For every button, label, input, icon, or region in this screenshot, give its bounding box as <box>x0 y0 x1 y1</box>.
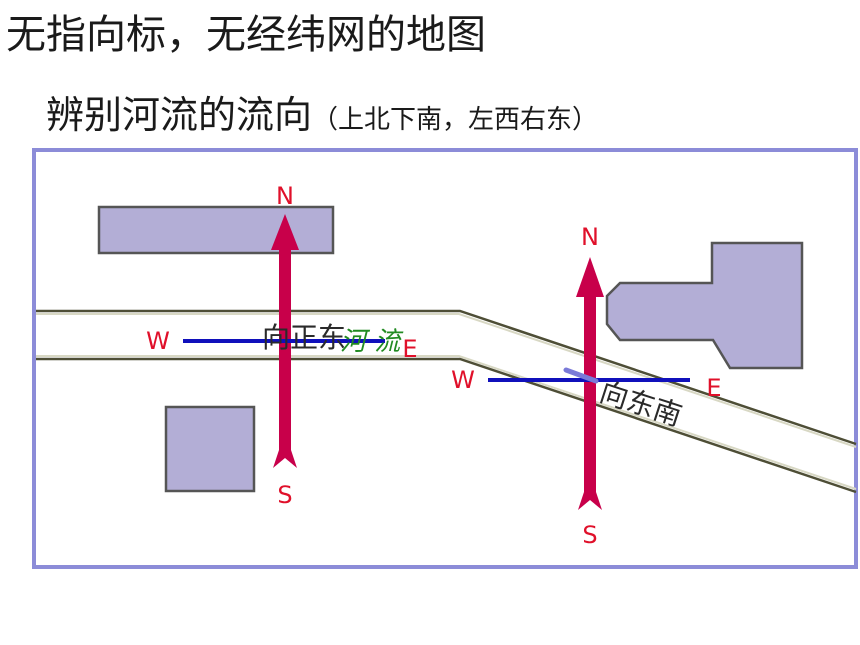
flow-label-left: 向正东 <box>262 321 346 354</box>
south-label-left: S <box>277 481 292 509</box>
east-label-right: E <box>706 374 721 402</box>
east-label-left: E <box>402 335 417 363</box>
flow-arrow-right <box>563 367 599 384</box>
river-inner-shade-north <box>36 313 857 448</box>
building-right <box>605 241 804 370</box>
south-label-right: S <box>582 521 597 549</box>
river <box>36 309 857 494</box>
subtitle-main: 辨别河流的流向 <box>46 93 313 137</box>
north-label-left: N <box>276 182 294 210</box>
north-label-right: N <box>581 223 599 251</box>
building-top-left <box>97 205 335 255</box>
slide-subtitle: 辨别河流的流向（上北下南，左西右东） <box>46 84 598 139</box>
river-bank-north <box>36 309 857 446</box>
west-label-right: W <box>451 366 475 394</box>
river-label: 河 流 <box>340 327 404 357</box>
river-inner-shade-south <box>36 355 857 490</box>
river-bank-south <box>36 357 857 494</box>
west-label-left: W <box>146 327 170 355</box>
compass-left: N S W E <box>146 182 417 509</box>
buildings <box>97 205 804 493</box>
slide-title: 无指向标，无经纬网的地图 <box>6 12 486 58</box>
building-bottom-left <box>164 405 256 493</box>
north-south-arrow-right <box>576 257 604 510</box>
subtitle-note: （上北下南，左西右东） <box>312 105 599 135</box>
